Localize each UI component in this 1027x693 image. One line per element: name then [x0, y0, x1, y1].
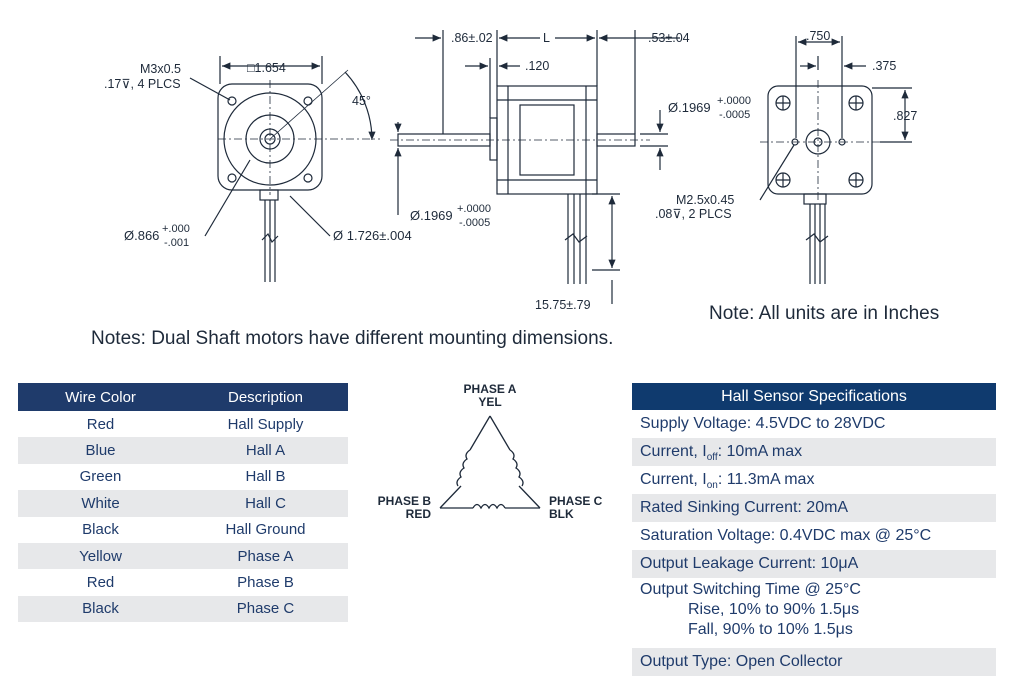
wire-color-cell: Black — [18, 595, 183, 623]
spec-subscript: off — [706, 452, 718, 464]
hall-sensor-specs-table: Hall Sensor Specifications Supply Voltag… — [632, 383, 996, 676]
table-row: Green Hall B — [18, 464, 348, 490]
phase-wiring-diagram: PHASE A YEL PHASE B RED PHASE C BLK — [378, 382, 603, 521]
spec-saturation-voltage: Saturation Voltage: 0.4VDC max @ 25°C — [640, 527, 932, 544]
dim-bolt-circle: Ø 1.726±.004 — [333, 228, 412, 243]
dim-pilot: Ø.866 — [124, 228, 159, 243]
dim-750: .750 — [806, 29, 830, 43]
wire-color-cell: White — [18, 490, 183, 517]
phase-b-label: PHASE B — [378, 494, 432, 508]
hall-specs-title: Hall Sensor Specifications — [632, 383, 996, 410]
dim-thread: M3x0.5 — [140, 62, 181, 76]
description-cell: Hall C — [183, 490, 348, 517]
column-header-description: Description — [183, 383, 348, 411]
description-cell: Hall B — [245, 468, 286, 486]
phase-c-label: PHASE C — [549, 494, 603, 508]
dim-shaft-right-tol-plus: +.0000 — [717, 95, 751, 107]
spec-text: : 10mA max — [717, 443, 803, 460]
wire-color-cell: Black — [82, 521, 119, 539]
description-cell: Hall Supply — [227, 415, 304, 433]
dim-square: □1.654 — [247, 61, 286, 75]
wire-color-cell: Yellow — [18, 542, 183, 570]
description-cell: Hall A — [183, 437, 348, 464]
dual-shaft-note: Notes: Dual Shaft motors have different … — [91, 328, 614, 349]
table-row: Black Hall Ground — [18, 517, 348, 543]
wire-color-cell: Blue — [18, 437, 183, 464]
dim-thread-depth: .17⊽, 4 PLCS — [104, 77, 181, 91]
wire-color-cell: Red — [86, 415, 115, 433]
dim-pilot-height: .120 — [525, 59, 549, 73]
spec-output-type: Output Type: Open Collector — [632, 648, 996, 676]
spec-sinking-current: Rated Sinking Current: 20mA — [632, 494, 996, 522]
spec-leakage-current: Output Leakage Current: 10μA — [632, 550, 996, 578]
spec-fall-time: Fall, 90% to 10% 1.5μs — [688, 621, 853, 638]
dim-front-shaft: .86±.02 — [451, 31, 493, 45]
wire-color-cell: Red — [86, 574, 115, 592]
table-row: Red Phase B — [18, 569, 348, 595]
dim-shaft-left-tol-minus: -.0005 — [459, 217, 490, 229]
description-cell: Phase A — [183, 542, 348, 570]
dim-shaft-right-tol-minus: -.0005 — [719, 109, 750, 121]
motor-dimension-drawings: □1.654 M3x0.5 .17⊽, 4 PLCS 45° Ø.866 +.0… — [104, 29, 917, 312]
column-header-wire-color: Wire Color — [18, 383, 183, 411]
dim-length: L — [543, 31, 550, 45]
spec-text: Current, I — [640, 471, 707, 488]
description-cell: Phase C — [183, 595, 348, 623]
phase-a-label: PHASE A — [464, 382, 517, 396]
spec-supply-voltage: Supply Voltage: 4.5VDC to 28VDC — [640, 415, 886, 432]
dim-pilot-tol-plus: +.000 — [162, 223, 190, 235]
description-cell: Hall Ground — [225, 521, 306, 539]
front-view — [189, 56, 380, 282]
phase-b-color: RED — [406, 507, 432, 521]
dim-shaft-right: Ø.1969 — [668, 100, 711, 115]
description-cell: Phase B — [237, 574, 294, 592]
spec-current-off: Current, Ioff: 10mA max — [632, 438, 996, 466]
spec-current-on: Current, Ion: 11.3mA max — [632, 466, 996, 494]
dim-rear-thread-depth: .08⊽, 2 PLCS — [655, 207, 732, 221]
phase-c-color: BLK — [549, 507, 574, 521]
spec-subscript: on — [706, 480, 718, 492]
phase-a-color: YEL — [478, 395, 501, 409]
spec-switching-time: Output Switching Time @ 25°C Rise, 10% t… — [632, 578, 996, 648]
dim-shaft-left-tol-plus: +.0000 — [457, 203, 491, 215]
dim-827: .827 — [893, 109, 917, 123]
spec-text: : 11.3mA max — [717, 471, 815, 488]
spec-text: Current, I — [640, 443, 707, 460]
units-note: Note: All units are in Inches — [709, 303, 940, 324]
spec-text: Output Switching Time @ 25°C — [640, 581, 861, 598]
dim-pilot-tol-minus: -.001 — [164, 237, 189, 249]
dim-lead-length: 15.75±.79 — [535, 298, 591, 312]
dim-375: .375 — [872, 59, 896, 73]
wire-color-cell: Green — [79, 468, 122, 486]
spec-rise-time: Rise, 10% to 90% 1.5μs — [688, 601, 860, 618]
table-row: Red Hall Supply — [18, 411, 348, 437]
wire-color-table: Wire Color Description Red Hall Supply Bl… — [18, 383, 348, 623]
rear-view — [759, 36, 912, 284]
dimension-labels: □1.654 M3x0.5 .17⊽, 4 PLCS 45° Ø.866 +.0… — [104, 29, 917, 312]
dim-rear-thread: M2.5x0.45 — [676, 193, 734, 207]
dim-shaft-left: Ø.1969 — [410, 208, 453, 223]
dim-rear-shaft: .53±.04 — [648, 31, 690, 45]
table-header-row: Wire Color Description — [18, 383, 348, 411]
mounting-hole-icon — [775, 95, 864, 188]
side-view — [390, 30, 680, 304]
dim-angle: 45° — [352, 94, 371, 108]
